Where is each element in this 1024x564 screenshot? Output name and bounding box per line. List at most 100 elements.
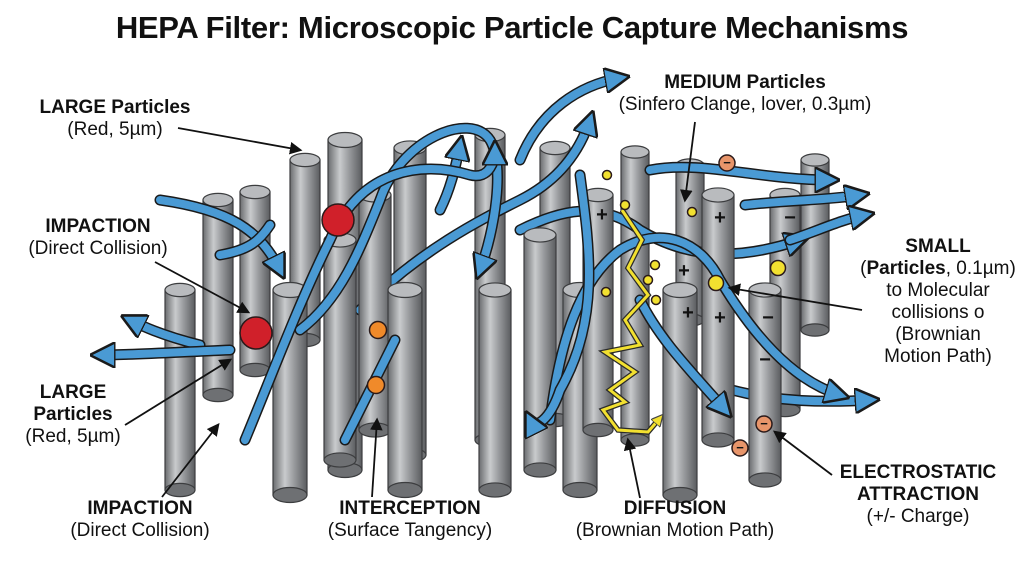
fiber-bottom-cap: [202, 387, 234, 403]
fiber-bottom-cap: [562, 481, 598, 499]
positive-charge-sign: +: [682, 302, 694, 324]
fiber-bottom-cap: [323, 452, 357, 468]
label-impaction-bottom-title: IMPACTION: [87, 498, 193, 519]
fiber-bottom-cap: [387, 481, 423, 499]
fiber-bottom-cap: [748, 472, 782, 488]
airflow-arrow: [546, 233, 840, 424]
airflow-stream: [514, 205, 800, 260]
pointer-large-top: [177, 127, 303, 155]
airflow-arrow: [241, 150, 495, 444]
label-small-line2-rest: , 0.1µm): [945, 258, 1016, 279]
medium-particle-orange: [368, 320, 388, 340]
label-small-particles: SMALL (Particles, 0.1µm) to Molecular co…: [858, 236, 1018, 368]
airflow-arrow: [786, 215, 865, 244]
small-particle-yellow: [642, 274, 654, 286]
fiber-top-cap: [478, 282, 512, 298]
medium-particle-orange: [366, 375, 386, 395]
fiber-top-cap: [387, 281, 423, 299]
fiber-cylinder: [662, 281, 698, 504]
negative-charged-particle: [755, 415, 773, 433]
fiber-top-cap: [327, 131, 363, 149]
label-impaction-bottom: IMPACTION (Direct Collision): [50, 498, 230, 542]
label-medium-sub: (Sinfero Clange, lover, 0.3µm): [618, 94, 872, 115]
fiber-body: [387, 289, 423, 491]
airflow-stream: [294, 122, 503, 336]
fiber-top-cap: [800, 153, 830, 167]
fiber-bottom-cap: [272, 486, 308, 504]
airflow-stream: [434, 145, 460, 216]
fiber-top-cap: [748, 282, 782, 298]
label-impaction-top-sub: (Direct Collision): [28, 238, 168, 259]
label-large-top-title: LARGE Particles: [39, 97, 191, 118]
airflow-layer-front: [100, 78, 865, 446]
fiber-top-cap: [289, 152, 321, 168]
fiber-cylinder: [387, 281, 423, 499]
label-interception: INTERCEPTION (Surface Tangency): [300, 498, 520, 542]
airflow-stream: [514, 78, 620, 166]
airflow-arrow: [296, 124, 502, 334]
airflow-arrow: [130, 320, 204, 349]
airflow-arrow: [516, 78, 620, 164]
fiber-bottom-cap: [620, 433, 650, 447]
label-diffusion-sub: (Brownian Motion Path): [575, 520, 775, 541]
fiber-top-cap: [662, 281, 698, 299]
airflow-arrow: [356, 120, 590, 314]
label-small-line5: (Brownian: [895, 324, 981, 345]
fiber-top-cap: [239, 184, 271, 200]
label-large-bottom-sub: (Red, 5µm): [25, 426, 121, 447]
fiber-top-cap: [620, 145, 650, 159]
fiber-top-cap: [539, 140, 571, 156]
airflow-stream: [530, 169, 595, 424]
charged-small-particle: [769, 259, 787, 277]
pointer-diffusion: [623, 437, 641, 499]
label-impaction-top-title: IMPACTION: [45, 216, 151, 237]
pointer-medium: [680, 121, 696, 203]
fiber-cylinder: [748, 282, 782, 488]
fiber-top-cap: [523, 227, 557, 243]
airflow-arrow: [636, 296, 725, 410]
pointer-small: [727, 283, 863, 311]
fiber-bottom-cap: [358, 422, 392, 438]
label-impaction-top: IMPACTION (Direct Collision): [8, 216, 188, 260]
airflow-stream: [634, 294, 725, 410]
airflow-stream: [644, 161, 830, 180]
negative-charged-particle: [718, 154, 736, 172]
fiber-cylinder: [202, 192, 234, 403]
fiber-bottom-cap: [701, 432, 735, 448]
positive-charge-sign: +: [678, 260, 690, 282]
fiber-bottom-cap: [662, 486, 698, 504]
small-particle-yellow: [601, 169, 613, 181]
large-particle-red: [321, 203, 355, 237]
airflow-arrow: [646, 163, 830, 180]
airflow-arrow: [436, 145, 460, 214]
fiber-body: [523, 234, 557, 471]
airflow-stream: [544, 232, 840, 426]
small-particle-yellow: [619, 199, 631, 211]
pointer-impaction-bottom: [161, 423, 220, 498]
label-medium-particles: MEDIUM Particles (Sinfero Clange, lover,…: [595, 72, 895, 116]
fiber-bottom-cap: [523, 462, 557, 478]
fiber-body: [478, 289, 512, 491]
charge-sign: −: [736, 440, 744, 455]
label-electrostatic-sub: (+/- Charge): [866, 506, 970, 527]
fiber-cylinder: [523, 227, 557, 478]
brownian-motion-layer: [597, 208, 660, 435]
airflow-stream: [739, 195, 860, 211]
negative-charge-sign: −: [762, 307, 774, 329]
label-large-bottom-line1: LARGE: [39, 382, 107, 403]
fiber-top-cap: [701, 187, 735, 203]
negative-charge-sign: −: [759, 349, 771, 371]
airflow-arrow: [741, 195, 860, 205]
large-particle-red: [239, 316, 273, 350]
airflow-arrow: [530, 171, 593, 424]
label-large-top-sub: (Red, 5µm): [67, 119, 163, 140]
label-diffusion-title: DIFFUSION: [623, 498, 727, 519]
label-small-line3: to Molecular: [886, 280, 990, 301]
label-diffusion: DIFFUSION (Brownian Motion Path): [555, 498, 795, 542]
positive-charge-sign: +: [714, 207, 726, 229]
pointer-large-bottom: [124, 358, 233, 426]
small-particle-yellow: [686, 206, 698, 218]
charge-sign: −: [723, 155, 731, 170]
label-interception-title: INTERCEPTION: [339, 498, 481, 519]
